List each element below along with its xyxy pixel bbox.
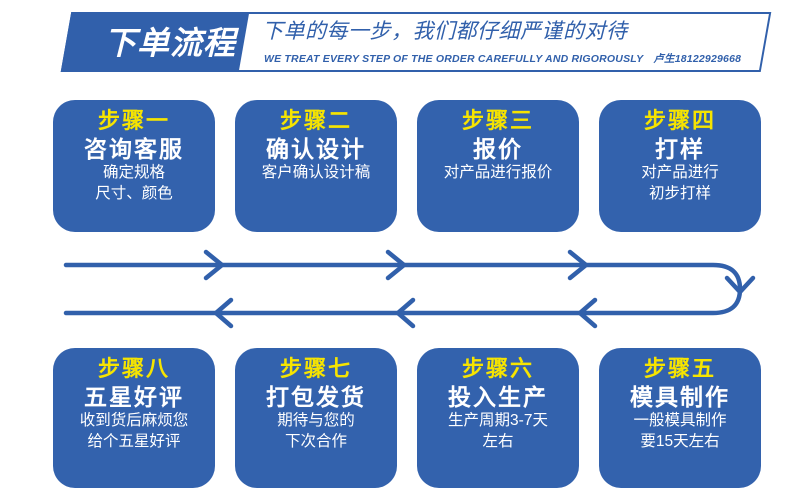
step-desc-line: 给个五星好评: [87, 432, 181, 450]
step-number: 步骤七: [279, 356, 352, 381]
step-title: 模具制作: [630, 383, 730, 410]
banner-english-text: WE TREAT EVERY STEP OF THE ORDER CAREFUL…: [264, 53, 644, 65]
step-title: 咨询客服: [84, 135, 184, 162]
arrow-down-icon: [724, 275, 756, 295]
step-card-2[interactable]: 步骤二 确认设计 客户确认设计稿: [235, 100, 397, 232]
step-desc-line: 确定规格: [102, 164, 165, 181]
step-card-4[interactable]: 步骤四 打样 对产品进行 初步打样: [599, 100, 761, 232]
arrow-right-icon: [567, 249, 589, 281]
step-number: 步骤五: [643, 356, 716, 381]
flow-path: [63, 262, 743, 316]
step-desc-line: 下次合作: [284, 432, 347, 450]
step-number: 步骤四: [643, 108, 716, 133]
step-desc-line: 左右: [482, 432, 514, 450]
step-number: 步骤三: [461, 108, 534, 133]
arrow-left-icon: [577, 297, 598, 329]
step-number: 步骤一: [97, 108, 170, 133]
step-title: 报价: [473, 135, 523, 162]
step-number: 步骤六: [461, 356, 534, 381]
step-desc-line: 收到货后麻烦您: [79, 412, 189, 429]
step-desc-line: 对产品进行: [641, 164, 719, 181]
banner-contact-phone: 卢生18122929668: [653, 53, 742, 65]
step-desc-line: 对产品进行报价: [443, 164, 553, 181]
step-number: 步骤二: [279, 108, 352, 133]
step-desc-line: 一般模具制作: [633, 412, 727, 429]
step-desc-line: 要15天左右: [640, 432, 720, 450]
step-desc-line: 期待与您的: [277, 412, 355, 429]
banner-tag-title: 下单流程: [103, 25, 236, 61]
step-card-8[interactable]: 步骤八 五星好评 收到货后麻烦您 给个五星好评: [53, 348, 215, 488]
step-title: 打包发货: [266, 383, 366, 410]
arrow-left-icon: [213, 297, 234, 329]
step-card-3[interactable]: 步骤三 报价 对产品进行报价: [417, 100, 579, 232]
step-card-1[interactable]: 步骤一 咨询客服 确定规格 尺寸、颜色: [53, 100, 215, 232]
banner-english-line: WE TREAT EVERY STEP OF THE ORDER CAREFUL…: [264, 51, 741, 66]
step-title: 五星好评: [84, 383, 184, 410]
step-card-5[interactable]: 步骤五 模具制作 一般模具制作 要15天左右: [599, 348, 761, 488]
step-number: 步骤八: [97, 356, 170, 381]
arrow-right-icon: [203, 249, 225, 281]
step-desc-line: 尺寸、颜色: [95, 184, 173, 202]
step-desc-line: 客户确认设计稿: [261, 164, 371, 181]
arrow-right-icon: [385, 249, 407, 281]
step-card-6[interactable]: 步骤六 投入生产 生产周期3-7天 左右: [417, 348, 579, 488]
step-desc-line: 初步打样: [648, 184, 711, 202]
header-banner: 下单流程 下单的每一步，我们都仔细严谨的对待 WE TREAT EVERY ST…: [60, 12, 772, 72]
step-title: 打样: [655, 135, 705, 162]
step-card-7[interactable]: 步骤七 打包发货 期待与您的 下次合作: [235, 348, 397, 488]
step-desc-line: 生产周期3-7天: [448, 412, 548, 429]
banner-subtitle: 下单的每一步，我们都仔细严谨的对待: [262, 20, 628, 43]
step-title: 投入生产: [448, 383, 548, 410]
step-title: 确认设计: [266, 135, 366, 162]
arrow-left-icon: [395, 297, 416, 329]
